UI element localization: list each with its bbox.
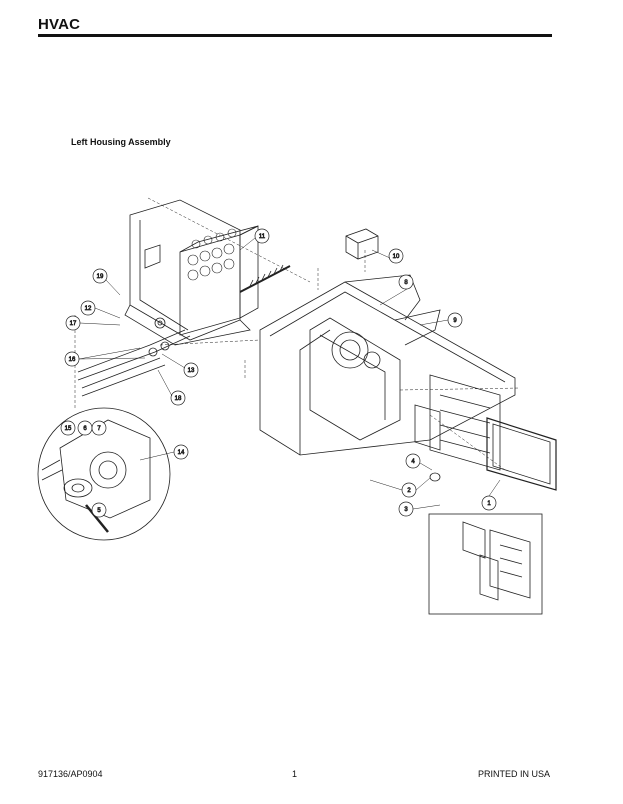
callout-1: 1 — [481, 495, 497, 511]
filter-element — [486, 417, 557, 491]
left-housing-panel — [129, 199, 241, 341]
svg-text:9: 9 — [453, 318, 457, 324]
svg-text:18: 18 — [175, 396, 182, 402]
svg-text:11: 11 — [259, 234, 266, 240]
inset-detail-box — [428, 513, 543, 615]
page-header-title: HVAC — [38, 16, 81, 33]
coolant-pipes — [77, 344, 166, 397]
callout-17: 17 — [65, 315, 81, 331]
svg-text:1: 1 — [487, 501, 491, 507]
callout-18: 18 — [170, 390, 186, 406]
callout-11: 11 — [254, 228, 270, 244]
svg-text:17: 17 — [70, 321, 77, 327]
callout-16: 16 — [64, 351, 80, 367]
section-title: Left Housing Assembly — [71, 137, 171, 147]
header-rule — [38, 34, 552, 37]
callout-5: 5 — [91, 502, 107, 518]
callout-14: 14 — [173, 444, 189, 460]
callout-3: 3 — [398, 501, 414, 517]
callout-13: 13 — [183, 362, 199, 378]
detail-circle — [37, 407, 171, 541]
footer-page-number: 1 — [292, 769, 298, 779]
svg-text:3: 3 — [404, 507, 408, 513]
svg-text:5: 5 — [97, 508, 101, 514]
svg-text:7: 7 — [97, 426, 101, 432]
svg-text:2: 2 — [407, 488, 411, 494]
svg-text:16: 16 — [69, 357, 76, 363]
callout-12: 12 — [80, 300, 96, 316]
center-bracket — [309, 317, 401, 441]
callout-9: 9 — [447, 312, 463, 328]
svg-text:14: 14 — [178, 450, 185, 456]
svg-text:8: 8 — [404, 280, 408, 286]
svg-text:6: 6 — [83, 426, 87, 432]
callout-4: 4 — [405, 453, 421, 469]
main-housing-plate — [259, 281, 516, 456]
callout-7: 7 — [91, 420, 107, 436]
heater-core — [179, 234, 241, 336]
footer-printed: PRINTED IN USA — [478, 769, 551, 779]
svg-text:10: 10 — [393, 254, 400, 260]
callout-6: 6 — [77, 420, 93, 436]
filter-frame — [429, 374, 501, 471]
svg-text:13: 13 — [188, 368, 195, 374]
callout-15: 15 — [60, 420, 76, 436]
callout-19: 19 — [92, 268, 108, 284]
footer-doc-number: 917136/AP0904 — [38, 769, 103, 779]
svg-text:12: 12 — [85, 306, 92, 312]
callout-8: 8 — [398, 274, 414, 290]
blower-cube — [345, 228, 379, 260]
svg-text:15: 15 — [65, 426, 72, 432]
callout-10: 10 — [388, 248, 404, 264]
heater-rod — [239, 265, 291, 293]
svg-text:4: 4 — [411, 459, 415, 465]
callout-2: 2 — [401, 482, 417, 498]
knob — [429, 472, 441, 482]
svg-text:19: 19 — [97, 274, 104, 280]
